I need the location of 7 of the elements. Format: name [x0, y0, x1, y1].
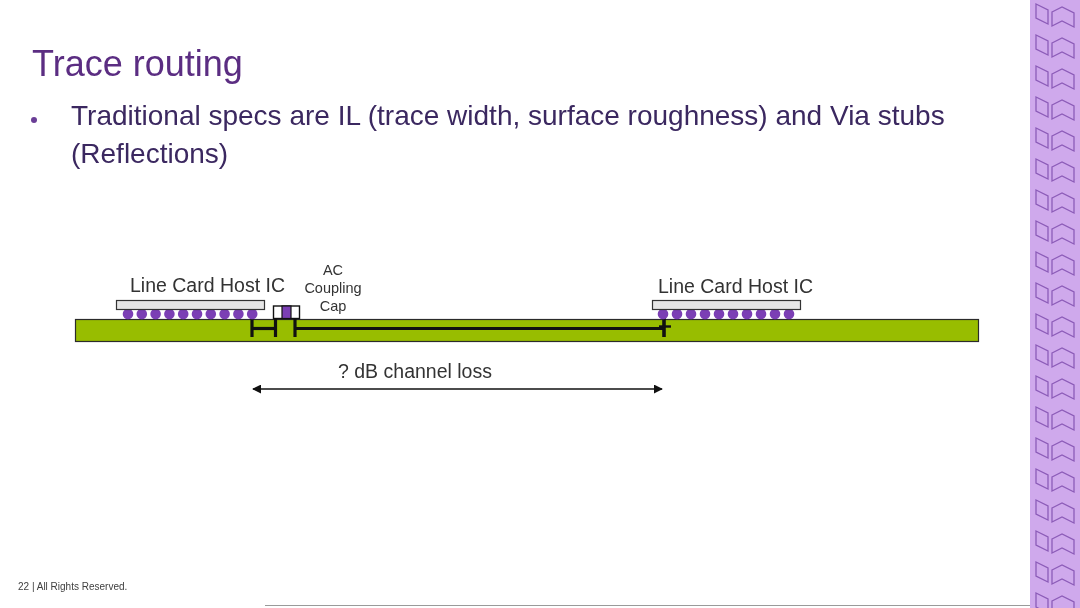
- part-label: Line Card Host IC: [658, 275, 813, 297]
- footer-text: 22 | All Rights Reserved.: [18, 580, 128, 593]
- dimension-label: ? dB channel loss: [338, 360, 492, 382]
- part-label: Line Card Host IC: [130, 274, 285, 296]
- slide-title: Trace routing: [32, 43, 243, 85]
- part-label: AC Coupling Cap: [303, 261, 363, 315]
- bullet-text: Traditional specs are IL (trace width, surface roughness) and Via stubs (Reflections): [71, 99, 946, 171]
